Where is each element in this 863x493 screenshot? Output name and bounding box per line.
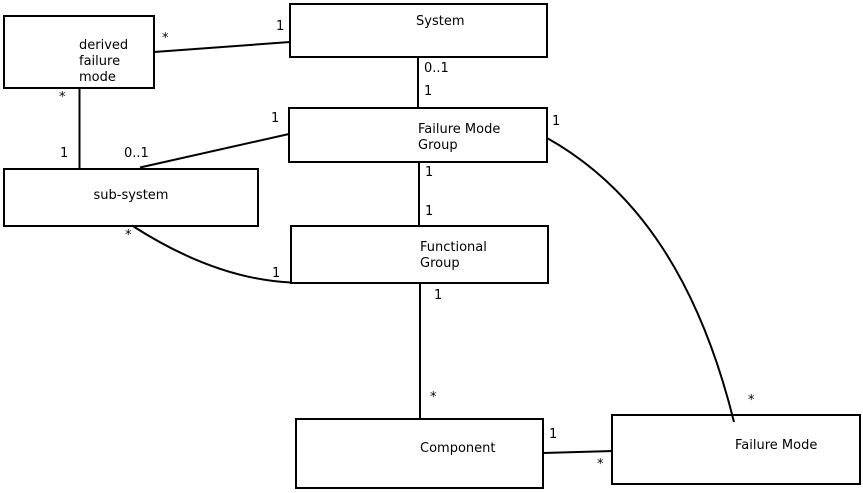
multiplicity-label: 1 — [552, 114, 561, 129]
multiplicity-label: * — [597, 457, 604, 472]
node-derived-failure-mode: derived failure mode — [3, 15, 155, 89]
multiplicity-label: * — [162, 31, 169, 46]
node-functional-group: Functional Group — [290, 225, 549, 284]
multiplicity-label: 1 — [60, 146, 69, 161]
multiplicity-label: 1 — [425, 165, 434, 180]
node-component-label: Component — [420, 441, 496, 456]
edge-component-failure-mode — [542, 450, 614, 454]
multiplicity-label: 1 — [549, 427, 558, 442]
node-failure-mode-group-label: Failure Mode Group — [418, 122, 501, 153]
multiplicity-label: * — [125, 228, 132, 243]
node-component: Component — [295, 418, 544, 489]
multiplicity-label: 1 — [276, 19, 285, 34]
multiplicity-label: * — [430, 390, 437, 405]
multiplicity-label: * — [59, 90, 66, 105]
node-failure-mode-label: Failure Mode — [735, 438, 818, 453]
multiplicity-label: 0..1 — [424, 61, 449, 76]
node-failure-mode: Failure Mode — [611, 414, 861, 485]
node-sub-system-label: sub-system — [93, 188, 169, 203]
edge-sub-system-functional-group — [131, 224, 292, 284]
node-system: System — [289, 3, 548, 58]
node-failure-mode-group: Failure Mode Group — [288, 107, 548, 163]
node-system-label: System — [416, 14, 465, 29]
edge-failure-mode-group-failure-mode — [546, 137, 735, 423]
edge-derived-failure-mode-system — [153, 41, 291, 53]
multiplicity-label: 1 — [425, 204, 434, 219]
node-sub-system: sub-system — [3, 168, 259, 227]
multiplicity-label: 1 — [424, 84, 433, 99]
node-functional-group-label: Functional Group — [420, 240, 487, 271]
edge-sub-system-failure-mode-group — [139, 133, 290, 169]
node-derived-failure-mode-label: derived failure mode — [79, 38, 129, 85]
multiplicity-label: 1 — [272, 266, 281, 281]
multiplicity-label: 1 — [271, 111, 280, 126]
multiplicity-label: * — [748, 393, 755, 408]
multiplicity-label: 1 — [434, 288, 443, 303]
multiplicity-label: 0..1 — [124, 146, 149, 161]
